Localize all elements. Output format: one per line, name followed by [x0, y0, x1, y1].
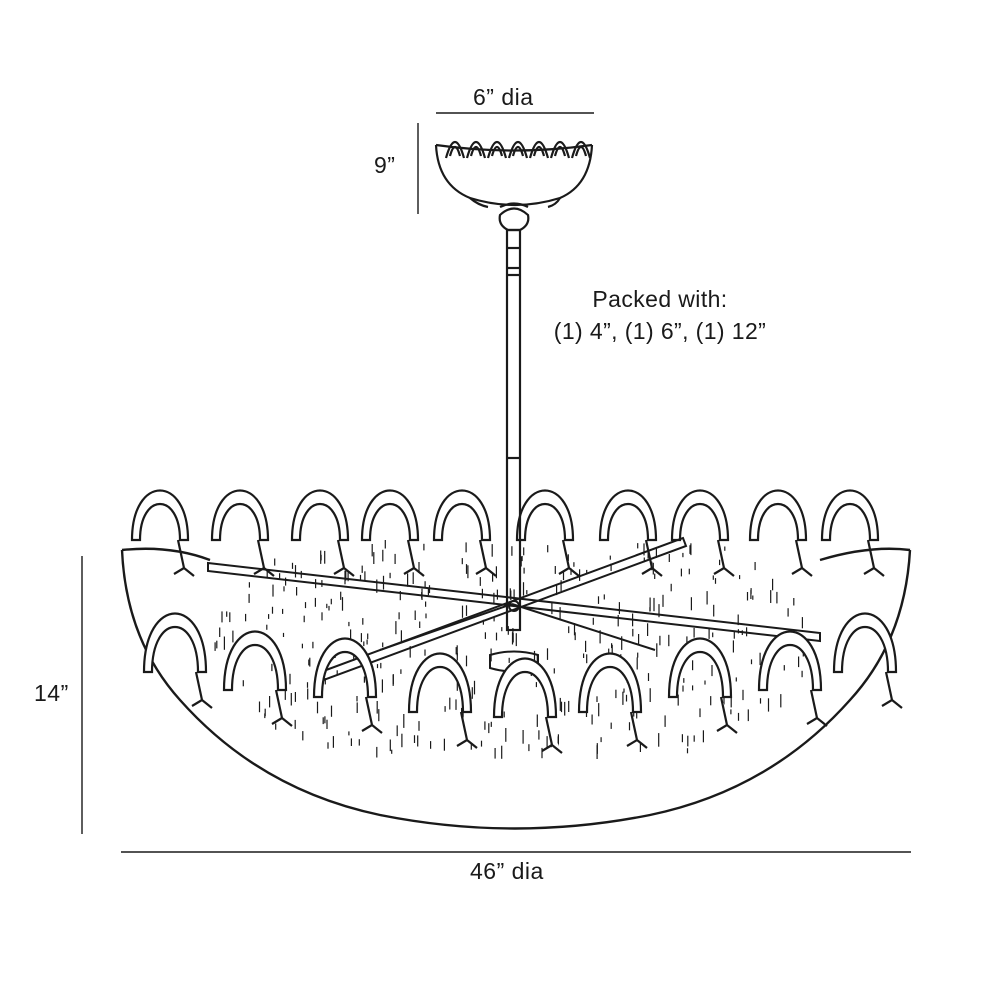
canopy-scallop — [528, 140, 550, 159]
back-loop-crystal — [791, 539, 813, 577]
back-loop — [515, 489, 575, 542]
back-loop-crystal — [333, 539, 355, 577]
back-loop — [432, 489, 492, 542]
canopy-scallop — [486, 140, 508, 159]
stem — [498, 207, 530, 632]
interior-hatching — [214, 540, 807, 759]
back-loop-crystal — [863, 539, 885, 577]
canopy-scallop-inner — [448, 145, 462, 157]
back-loop-crystal — [641, 539, 663, 577]
canopy — [434, 140, 594, 209]
back-loop — [290, 489, 350, 542]
back-loop-crystal — [253, 539, 275, 577]
loops-back-row — [130, 489, 885, 577]
dimension-lines — [81, 112, 911, 853]
canopy-scallop — [507, 140, 529, 159]
fixture-height-label: 14” — [34, 680, 69, 706]
canopy-diameter-label: 6” dia — [473, 84, 534, 110]
back-loop — [820, 489, 880, 542]
canopy-scallop-inner — [532, 145, 546, 157]
front-loop — [832, 612, 898, 674]
front-loop-crystal — [361, 696, 383, 734]
back-loop-crystal — [558, 539, 580, 577]
canopy-scallop-inner — [469, 145, 483, 157]
front-loop-crystal — [716, 696, 738, 734]
front-loop-crystal — [626, 711, 648, 749]
front-loop — [577, 652, 643, 714]
front-loop-crystal — [191, 671, 213, 709]
canopy-scallop-inner — [511, 145, 525, 157]
canopy-scallop — [549, 140, 571, 159]
front-loop-crystal — [541, 716, 563, 754]
canopy-scallop — [465, 140, 487, 159]
packing-note-heading: Packed with: — [592, 286, 728, 312]
back-loop-crystal — [713, 539, 735, 577]
canopy-height-label: 9” — [374, 152, 396, 178]
front-loop-crystal — [881, 671, 903, 709]
front-loop — [142, 612, 208, 674]
canopy-scallop — [444, 140, 466, 159]
front-loop — [407, 652, 473, 714]
front-loop-crystal — [806, 689, 828, 727]
front-loop — [757, 630, 823, 692]
back-loop-crystal — [403, 539, 425, 577]
front-loop — [312, 637, 378, 699]
back-loop — [210, 489, 270, 542]
back-loop-crystal — [475, 539, 497, 577]
front-loop-crystal — [271, 689, 293, 727]
back-loop — [598, 489, 658, 542]
loops-front-row — [142, 612, 903, 754]
packing-note: Packed with: (1) 4”, (1) 6”, (1) 12” — [530, 283, 790, 347]
front-loop — [667, 637, 733, 699]
canopy-scallop-inner — [553, 145, 567, 157]
back-loop-crystal — [173, 539, 195, 577]
canopy-scallop-inner — [490, 145, 504, 157]
front-loop-crystal — [456, 711, 478, 749]
back-loop — [360, 489, 420, 542]
back-loop — [130, 489, 190, 542]
arms — [207, 536, 821, 683]
packing-note-rods: (1) 4”, (1) 6”, (1) 12” — [553, 318, 767, 344]
front-loop — [492, 657, 558, 719]
back-loop — [748, 489, 808, 542]
bowl — [120, 547, 912, 830]
canopy-scallop — [570, 140, 592, 159]
fixture-diameter-label: 46” dia — [470, 858, 544, 884]
back-loop — [670, 489, 730, 542]
canopy-scallop-inner — [574, 145, 588, 157]
front-loop — [222, 630, 288, 692]
